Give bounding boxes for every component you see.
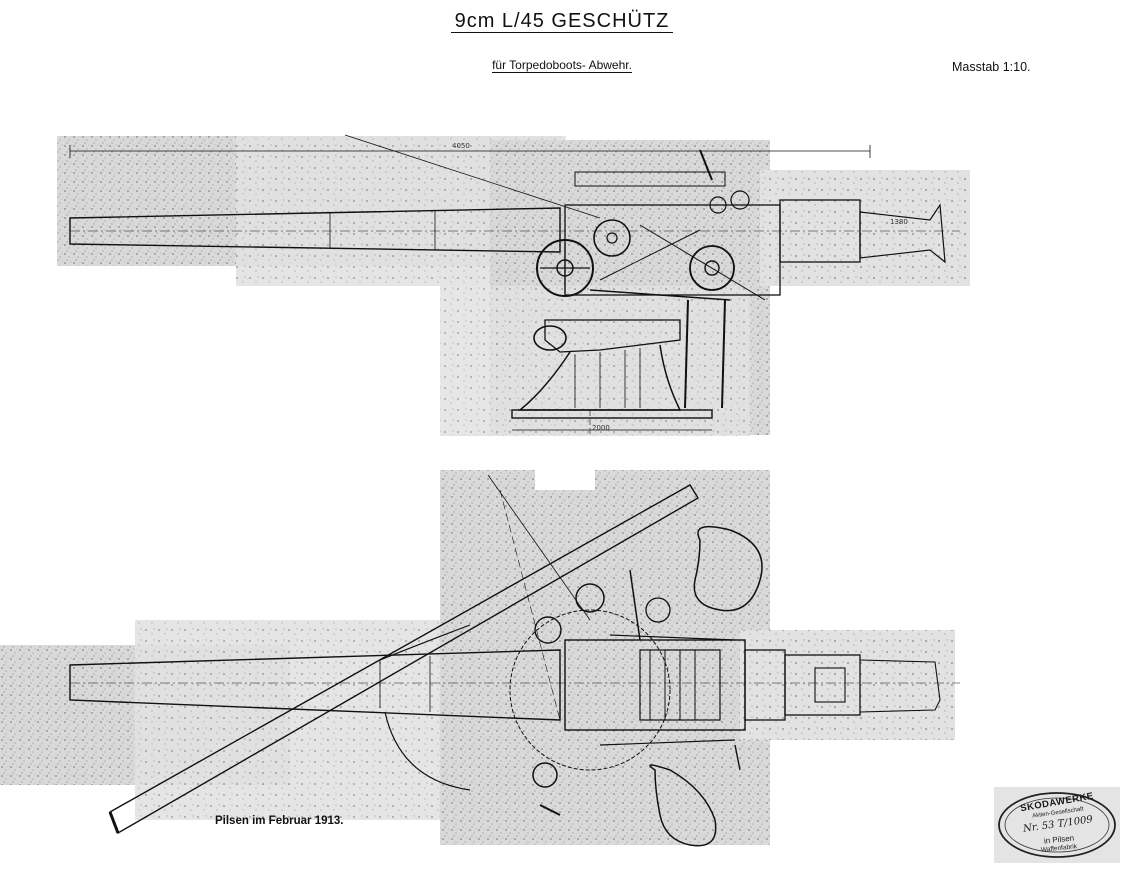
- dimension-overall-length: 4050: [452, 142, 470, 150]
- place-and-date: Pilsen im Februar 1913.: [215, 815, 344, 827]
- drawing-subtitle: für Torpedoboots- Abwehr.: [492, 58, 632, 73]
- drawing-title: 9cm L/45 GESCHÜTZ: [0, 10, 1124, 33]
- scale-note: Masstab 1:10.: [952, 60, 1031, 74]
- dimension-base: 2000: [592, 424, 610, 432]
- stamp-text: SKODAWERKE Aktien-Gesellschaft Nr. 53 T/…: [994, 787, 1120, 863]
- dimension-short: 1380: [890, 218, 908, 226]
- side-elevation: [69, 134, 960, 436]
- side-view-background: [57, 136, 970, 436]
- plan-view: [69, 474, 960, 847]
- skoda-stamp: [994, 787, 1120, 863]
